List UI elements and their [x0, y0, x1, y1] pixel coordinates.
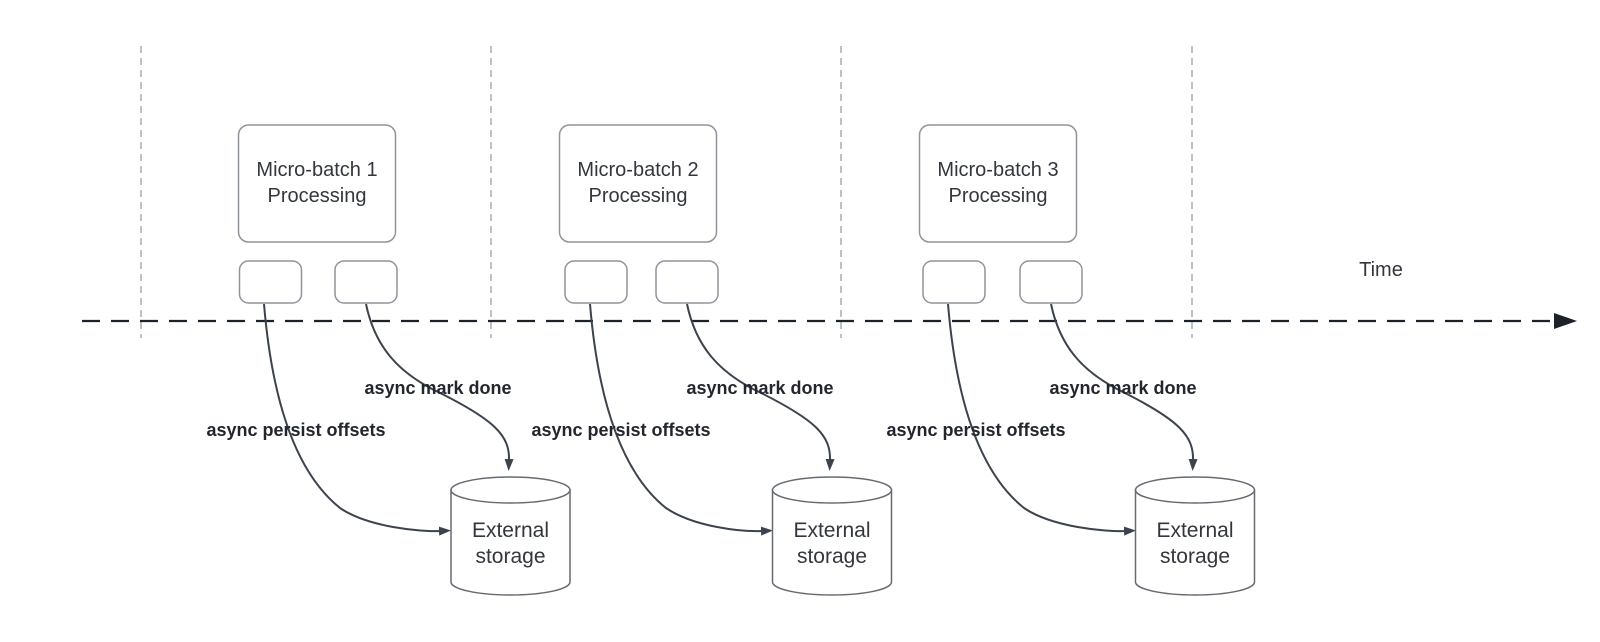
persist-offsets-arrow-1 [263, 303, 451, 536]
micro-batch-3-box [918, 124, 1078, 243]
micro-batch-2-box [558, 124, 718, 243]
persist-offsets-arrow-2 [589, 303, 773, 536]
external-storage-label-1-line2: storage [475, 545, 545, 568]
done-task-box-3 [1019, 260, 1083, 304]
persist-offsets-label-2: async persist offsets [531, 420, 710, 440]
micro-batch-group-2: Micro-batch 2 Processing async persist o… [531, 124, 893, 596]
micro-batch-1-title-line2: Processing [268, 185, 367, 207]
micro-batch-3-title-line1: Micro-batch 3 [937, 159, 1058, 181]
micro-batch-3-title-line2: Processing [949, 185, 1048, 207]
mark-done-label-1: async mark done [364, 378, 511, 398]
done-task-box-1 [334, 260, 398, 304]
external-storage-cylinder-1: External storage [450, 476, 571, 596]
mark-done-arrow-2 [686, 303, 835, 471]
micro-batch-1-title-line1: Micro-batch 1 [256, 159, 377, 181]
persist-task-box-1 [238, 260, 303, 304]
time-axis-label: Time [1359, 259, 1403, 281]
external-storage-label-2-line1: External [793, 519, 870, 542]
mark-done-label-2: async mark done [686, 378, 833, 398]
done-task-box-2 [655, 260, 719, 304]
persist-offsets-label-3: async persist offsets [886, 420, 1065, 440]
micro-batch-2-title-line2: Processing [589, 185, 688, 207]
persist-offsets-label-1: async persist offsets [206, 420, 385, 440]
micro-batch-2-title-line1: Micro-batch 2 [577, 159, 698, 181]
external-storage-label-3-line1: External [1156, 519, 1233, 542]
external-storage-label-2-line2: storage [797, 545, 867, 568]
persist-task-box-3 [922, 260, 986, 304]
external-storage-cylinder-3: External storage [1134, 476, 1256, 596]
external-storage-label-3-line2: storage [1160, 545, 1230, 568]
persist-task-box-2 [564, 260, 628, 304]
micro-batch-group-1: Micro-batch 1 Processing async persist o… [206, 124, 571, 596]
micro-batch-1-box [237, 124, 397, 243]
micro-batch-group-3: Micro-batch 3 Processing async persist o… [886, 124, 1256, 596]
time-axis-arrowhead-icon [1554, 313, 1577, 329]
mark-done-arrow-3 [1050, 303, 1198, 471]
external-storage-label-1-line1: External [472, 519, 549, 542]
mark-done-arrow-1 [365, 303, 514, 471]
mark-done-label-3: async mark done [1049, 378, 1196, 398]
persist-offsets-arrow-3 [947, 303, 1136, 536]
external-storage-cylinder-2: External storage [771, 476, 893, 596]
